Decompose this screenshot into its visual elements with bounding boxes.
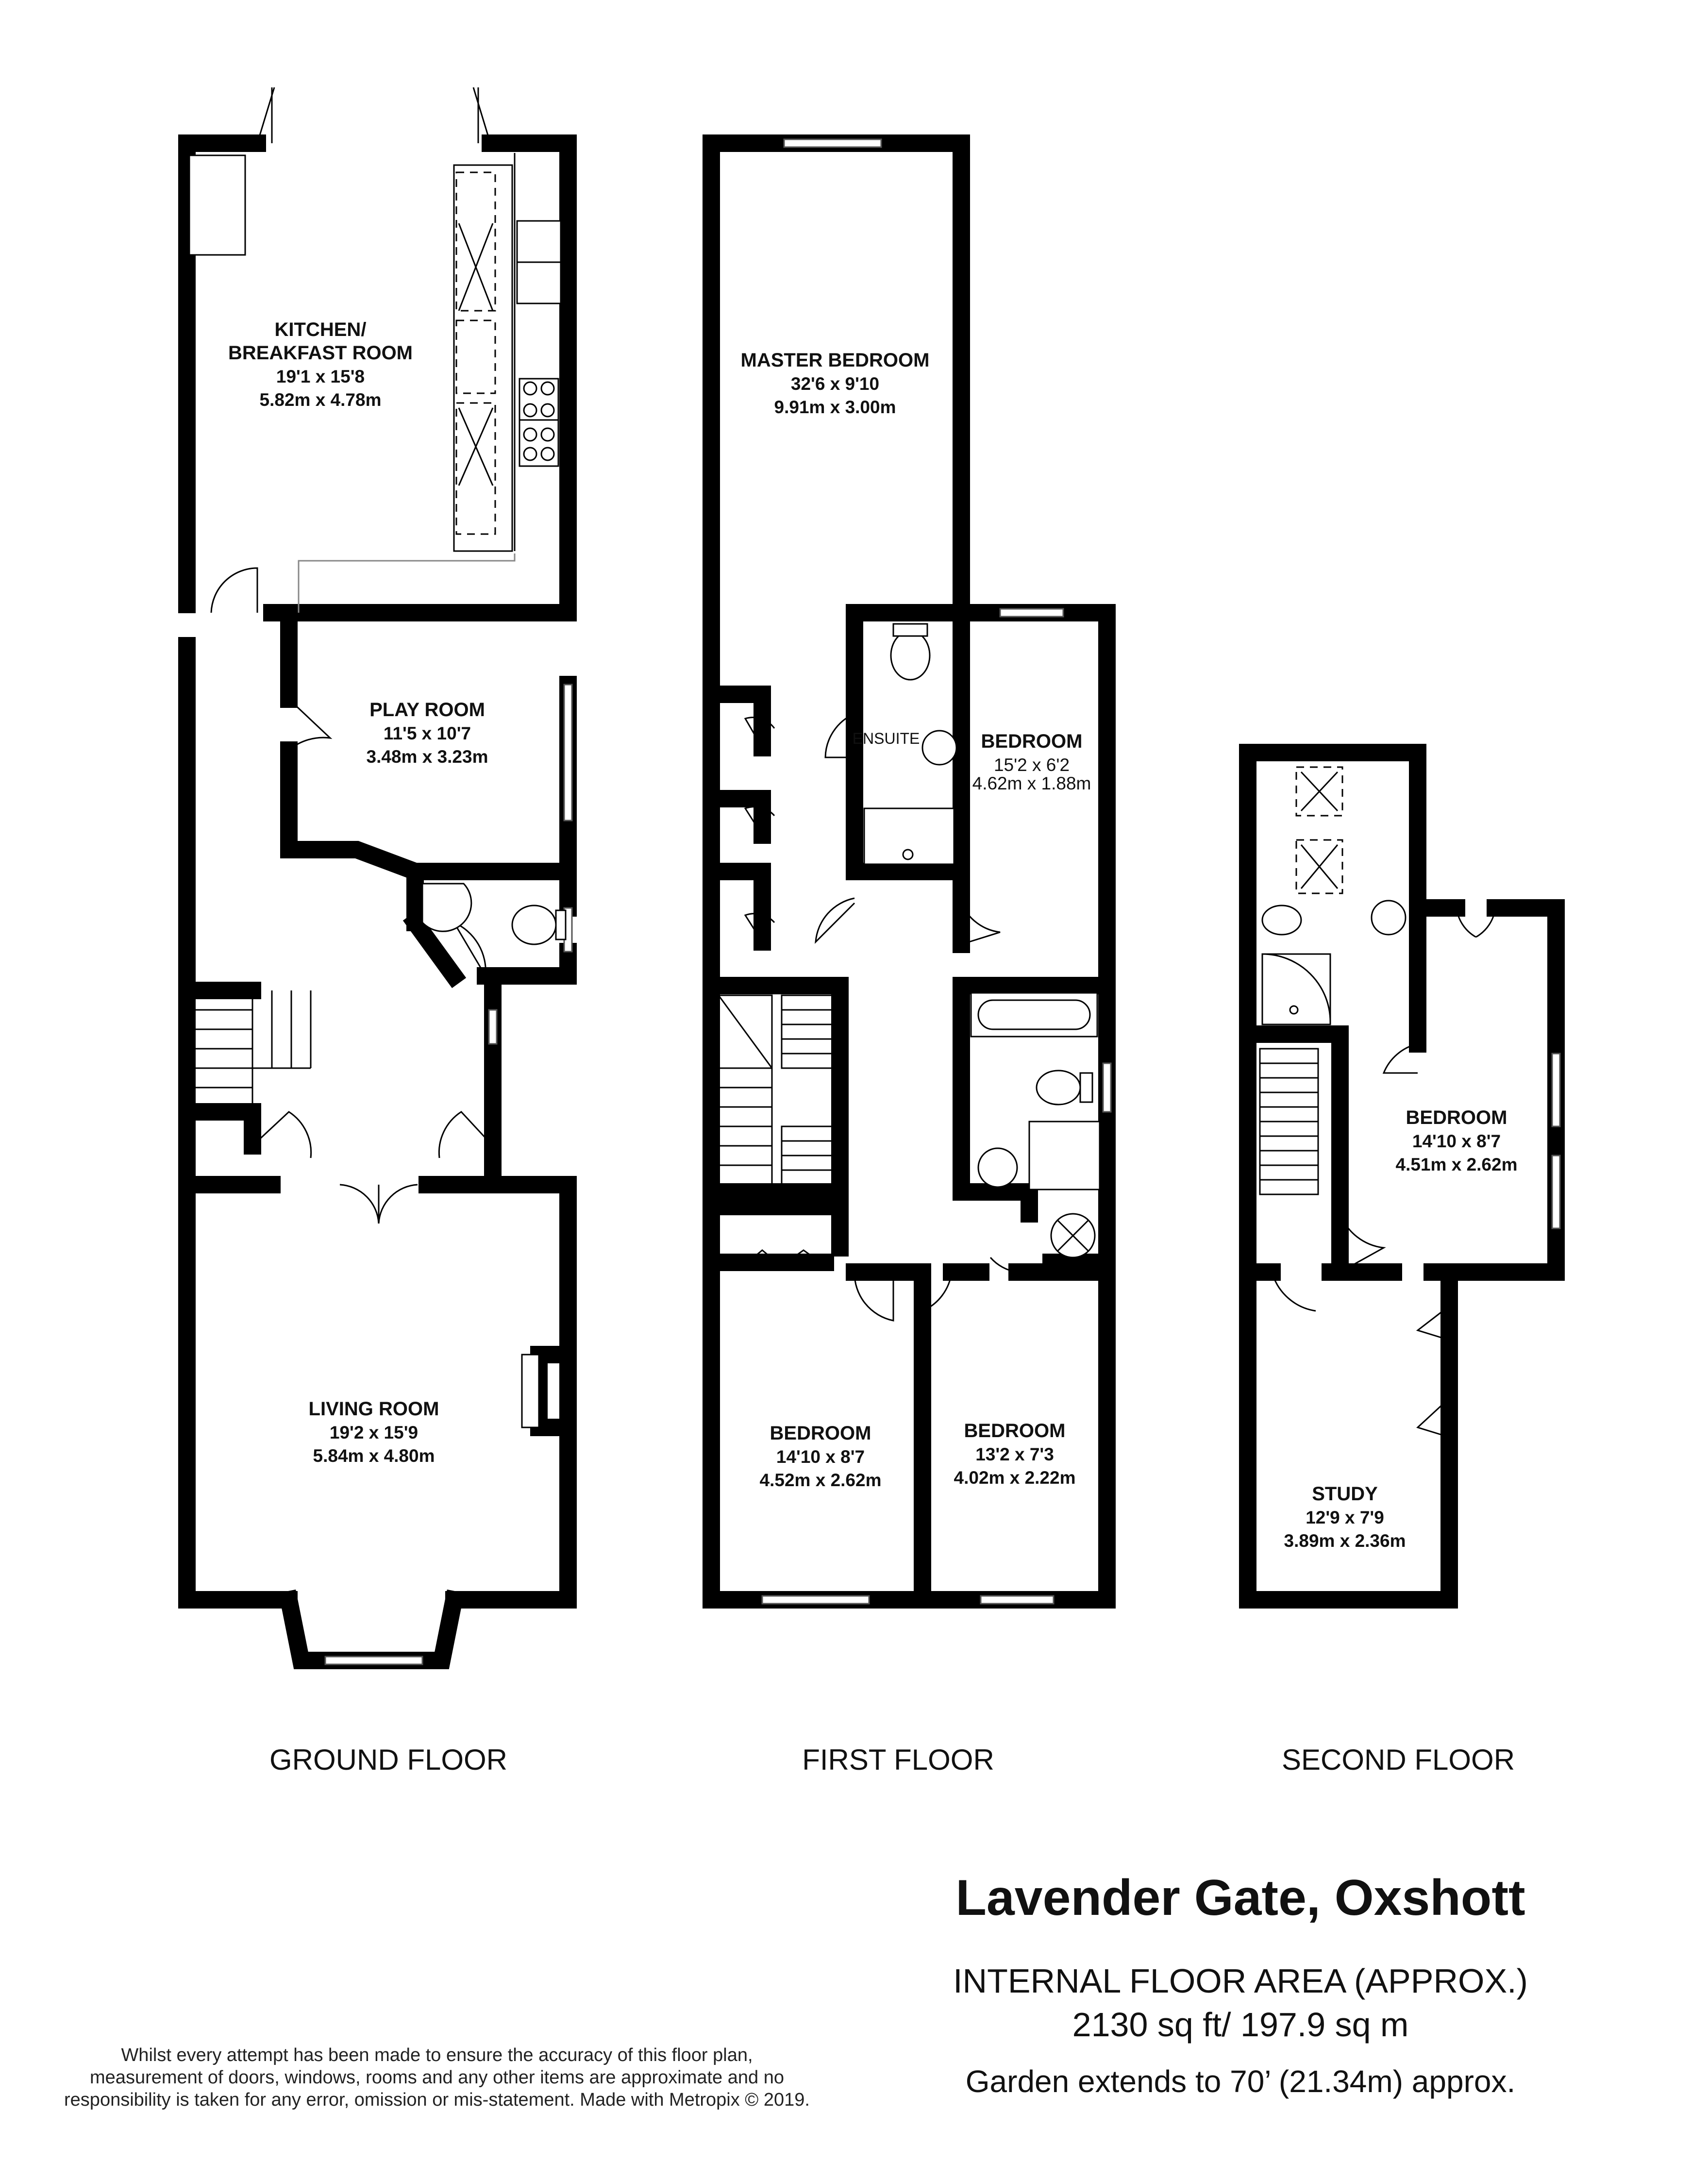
first-stairs bbox=[718, 994, 836, 1186]
kitchen-metric: 5.82m x 4.78m bbox=[260, 390, 382, 410]
bedroom-small-metric: 4.62m x 1.88m bbox=[972, 773, 1091, 793]
kitchen-name-1: KITCHEN/ bbox=[275, 319, 367, 340]
first-floor-plan bbox=[703, 134, 1116, 1609]
kitchen-name-2: BREAKFAST ROOM bbox=[228, 342, 413, 364]
internal-area-value: 2130 sq ft/ 197.9 sq m bbox=[1072, 2006, 1409, 2044]
internal-area-label: INTERNAL FLOOR AREA (APPROX.) bbox=[953, 1962, 1528, 2000]
garden-note: Garden extends to 70’ (21.34m) approx. bbox=[965, 2064, 1516, 2099]
second-stairs bbox=[1259, 1048, 1319, 1195]
study-metric: 3.89m x 2.36m bbox=[1284, 1531, 1406, 1551]
living-metric: 5.84m x 4.80m bbox=[313, 1446, 435, 1466]
property-title: Lavender Gate, Oxshott bbox=[955, 1870, 1525, 1926]
disclaimer-line-1: Whilst every attempt has been made to en… bbox=[121, 2045, 753, 2065]
ground-floor-label: GROUND FLOOR bbox=[269, 1743, 507, 1776]
ensuite-name: ENSUITE bbox=[853, 730, 920, 747]
bedroom-first-a-name: BEDROOM bbox=[770, 1423, 871, 1444]
bedroom-second-name: BEDROOM bbox=[1406, 1107, 1507, 1128]
bedroom-small-name: BEDROOM bbox=[981, 731, 1083, 752]
study-name: STUDY bbox=[1312, 1483, 1378, 1505]
bedroom-first-b-metric: 4.02m x 2.22m bbox=[954, 1468, 1076, 1488]
second-floor-plan bbox=[1239, 744, 1565, 1609]
second-floor-label: SECOND FLOOR bbox=[1282, 1743, 1515, 1776]
living-name: LIVING ROOM bbox=[309, 1398, 439, 1420]
kitchen-imperial: 19'1 x 15'8 bbox=[276, 367, 365, 386]
disclaimer-line-3: responsibility is taken for any error, o… bbox=[64, 2090, 810, 2110]
ground-stairs bbox=[191, 989, 312, 1108]
first-floor-label: FIRST FLOOR bbox=[802, 1743, 994, 1776]
ground-floor-plan bbox=[178, 87, 577, 1669]
bedroom-first-b-name: BEDROOM bbox=[964, 1420, 1066, 1441]
playroom-imperial: 11'5 x 10'7 bbox=[384, 723, 471, 743]
disclaimer: Whilst every attempt has been made to en… bbox=[29, 2044, 845, 2111]
study-imperial: 12'9 x 7'9 bbox=[1306, 1508, 1384, 1527]
living-imperial: 19'2 x 15'9 bbox=[330, 1423, 418, 1442]
master-name: MASTER BEDROOM bbox=[741, 350, 930, 371]
bedroom-first-a-imperial: 14'10 x 8'7 bbox=[776, 1447, 865, 1467]
master-imperial: 32'6 x 9'10 bbox=[791, 374, 879, 394]
floor-labels: GROUND FLOOR FIRST FLOOR SECOND FLOOR bbox=[269, 1743, 1515, 1776]
bedroom-second-imperial: 14'10 x 8'7 bbox=[1412, 1131, 1501, 1151]
disclaimer-line-2: measurement of doors, windows, rooms and… bbox=[90, 2067, 784, 2088]
playroom-name: PLAY ROOM bbox=[369, 699, 485, 721]
room-labels: KITCHEN/ BREAKFAST ROOM 19'1 x 15'8 5.82… bbox=[228, 319, 1517, 1551]
playroom-metric: 3.48m x 3.23m bbox=[367, 747, 488, 767]
bedroom-second-metric: 4.51m x 2.62m bbox=[1396, 1155, 1518, 1174]
master-metric: 9.91m x 3.00m bbox=[774, 397, 896, 417]
bedroom-first-b-imperial: 13'2 x 7'3 bbox=[975, 1444, 1054, 1464]
bedroom-small-imperial: 15'2 x 6'2 bbox=[994, 755, 1070, 775]
bedroom-first-a-metric: 4.52m x 2.62m bbox=[760, 1470, 882, 1490]
